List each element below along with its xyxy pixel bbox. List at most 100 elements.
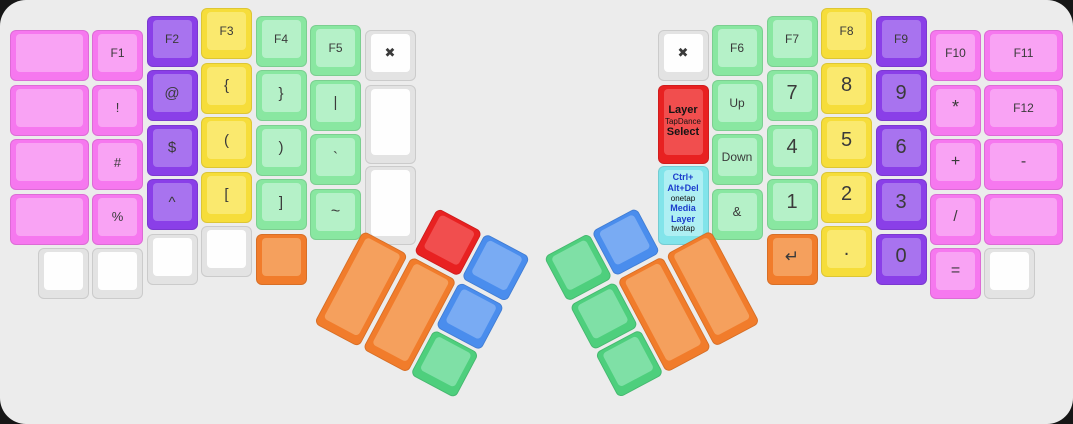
key-blank[interactable] xyxy=(10,84,89,136)
key-exclamation[interactable]: ! xyxy=(92,84,143,136)
key-minus[interactable]: - xyxy=(984,139,1063,190)
key-blank-label xyxy=(422,213,475,266)
key-0[interactable]: 0 xyxy=(875,233,927,285)
key-f11-label: F11 xyxy=(990,34,1057,72)
key-asterisk[interactable]: * xyxy=(930,84,981,136)
key-layer-tapdance-select-line: Select xyxy=(666,126,700,139)
key-f2[interactable]: F2 xyxy=(146,15,198,67)
key-close-brace-label: } xyxy=(261,74,301,112)
key-7-label: 7 xyxy=(772,74,812,112)
key-blank-label xyxy=(98,252,137,290)
key-ampersand[interactable]: & xyxy=(711,188,763,240)
key-f4[interactable]: F4 xyxy=(255,15,307,67)
key-plus[interactable]: + xyxy=(930,139,981,190)
key-7[interactable]: 7 xyxy=(766,70,818,121)
key-close-brace[interactable]: } xyxy=(255,70,307,121)
key-equals[interactable]: = xyxy=(930,248,981,299)
key-f12[interactable]: F12 xyxy=(984,84,1063,136)
key-open-brace[interactable]: { xyxy=(201,62,252,114)
key-4-label: 4 xyxy=(772,128,812,167)
key-enter-label: ↵ xyxy=(772,237,812,276)
key-f4-label: F4 xyxy=(261,19,301,58)
key-close-left-label: ✖ xyxy=(370,34,410,72)
key-down[interactable]: Down xyxy=(711,134,763,185)
key-blank[interactable] xyxy=(146,233,198,285)
key-slash[interactable]: / xyxy=(930,193,981,245)
key-1[interactable]: 1 xyxy=(766,179,818,230)
key-blank[interactable] xyxy=(984,193,1063,245)
key-blank-label xyxy=(575,287,628,340)
key-caret-label: ^ xyxy=(152,183,192,221)
key-f11[interactable]: F11 xyxy=(984,30,1063,81)
key-f6-label: F6 xyxy=(717,29,757,67)
key-backtick[interactable]: ` xyxy=(310,134,361,185)
key-f9[interactable]: F9 xyxy=(875,15,927,67)
key-f6[interactable]: F6 xyxy=(711,25,763,76)
key-ampersand-label: & xyxy=(717,192,757,231)
key-enter[interactable]: ↵ xyxy=(766,233,818,285)
key-3[interactable]: 3 xyxy=(875,179,927,230)
key-8-label: 8 xyxy=(827,66,866,105)
key-blank[interactable] xyxy=(10,139,89,190)
key-open-bracket[interactable]: [ xyxy=(201,171,252,223)
key-open-paren-label: ( xyxy=(207,121,246,159)
key-8[interactable]: 8 xyxy=(821,62,872,114)
key-period[interactable]: . xyxy=(821,226,872,277)
key-ctrl-alt-del-media-layer-line: Ctrl+ xyxy=(672,172,694,183)
key-blank-label xyxy=(370,170,410,236)
key-f10[interactable]: F10 xyxy=(930,30,981,81)
key-blank-label xyxy=(261,237,301,276)
key-f7[interactable]: F7 xyxy=(766,15,818,67)
key-blank[interactable] xyxy=(364,166,416,245)
key-f3-label: F3 xyxy=(207,12,246,50)
key-blank-label xyxy=(990,252,1029,290)
key-blank-label xyxy=(549,239,603,292)
key-close-left[interactable]: ✖ xyxy=(364,30,416,81)
key-ctrl-alt-del-media-layer-line: onetap xyxy=(670,193,696,203)
key-open-bracket-label: [ xyxy=(207,175,246,214)
key-close-right[interactable]: ✖ xyxy=(657,30,709,81)
key-blank[interactable] xyxy=(10,30,89,81)
key-f10-label: F10 xyxy=(936,34,975,72)
key-f8[interactable]: F8 xyxy=(821,8,872,59)
key-blank[interactable] xyxy=(38,248,89,299)
key-blank[interactable] xyxy=(255,233,307,285)
key-3-label: 3 xyxy=(881,183,921,221)
key-close-bracket[interactable]: ] xyxy=(255,179,307,230)
key-close-paren[interactable]: ) xyxy=(255,124,307,176)
key-pipe[interactable]: | xyxy=(310,79,361,131)
key-6[interactable]: 6 xyxy=(875,124,927,176)
key-blank-label xyxy=(370,88,410,155)
key-equals-label: = xyxy=(936,252,975,290)
key-percent[interactable]: % xyxy=(92,193,143,245)
key-f5[interactable]: F5 xyxy=(310,25,361,76)
key-close-right-label: ✖ xyxy=(663,34,703,72)
key-9[interactable]: 9 xyxy=(875,70,927,121)
key-blank[interactable] xyxy=(201,226,252,277)
key-blank[interactable] xyxy=(364,84,416,164)
key-tilde[interactable]: ~ xyxy=(310,188,361,240)
key-2[interactable]: 2 xyxy=(821,171,872,223)
key-blank-label xyxy=(16,34,83,72)
key-at[interactable]: @ xyxy=(146,70,198,121)
key-f1[interactable]: F1 xyxy=(92,30,143,81)
key-close-paren-label: ) xyxy=(261,128,301,167)
key-dollar-label: $ xyxy=(152,128,192,167)
key-blank[interactable] xyxy=(92,248,143,299)
key-open-paren[interactable]: ( xyxy=(201,117,252,168)
key-open-brace-label: { xyxy=(207,66,246,105)
key-up[interactable]: Up xyxy=(711,79,763,131)
key-ctrl-alt-del-media-layer-line: Media xyxy=(670,203,696,213)
key-blank[interactable] xyxy=(984,248,1035,299)
key-caret[interactable]: ^ xyxy=(146,179,198,230)
key-4[interactable]: 4 xyxy=(766,124,818,176)
key-f1-label: F1 xyxy=(98,34,137,72)
key-5[interactable]: 5 xyxy=(821,117,872,168)
key-f3[interactable]: F3 xyxy=(201,8,252,59)
key-hash[interactable]: # xyxy=(92,139,143,190)
key-dollar[interactable]: $ xyxy=(146,124,198,176)
key-blank-label xyxy=(598,213,651,266)
key-blank[interactable] xyxy=(10,193,89,245)
